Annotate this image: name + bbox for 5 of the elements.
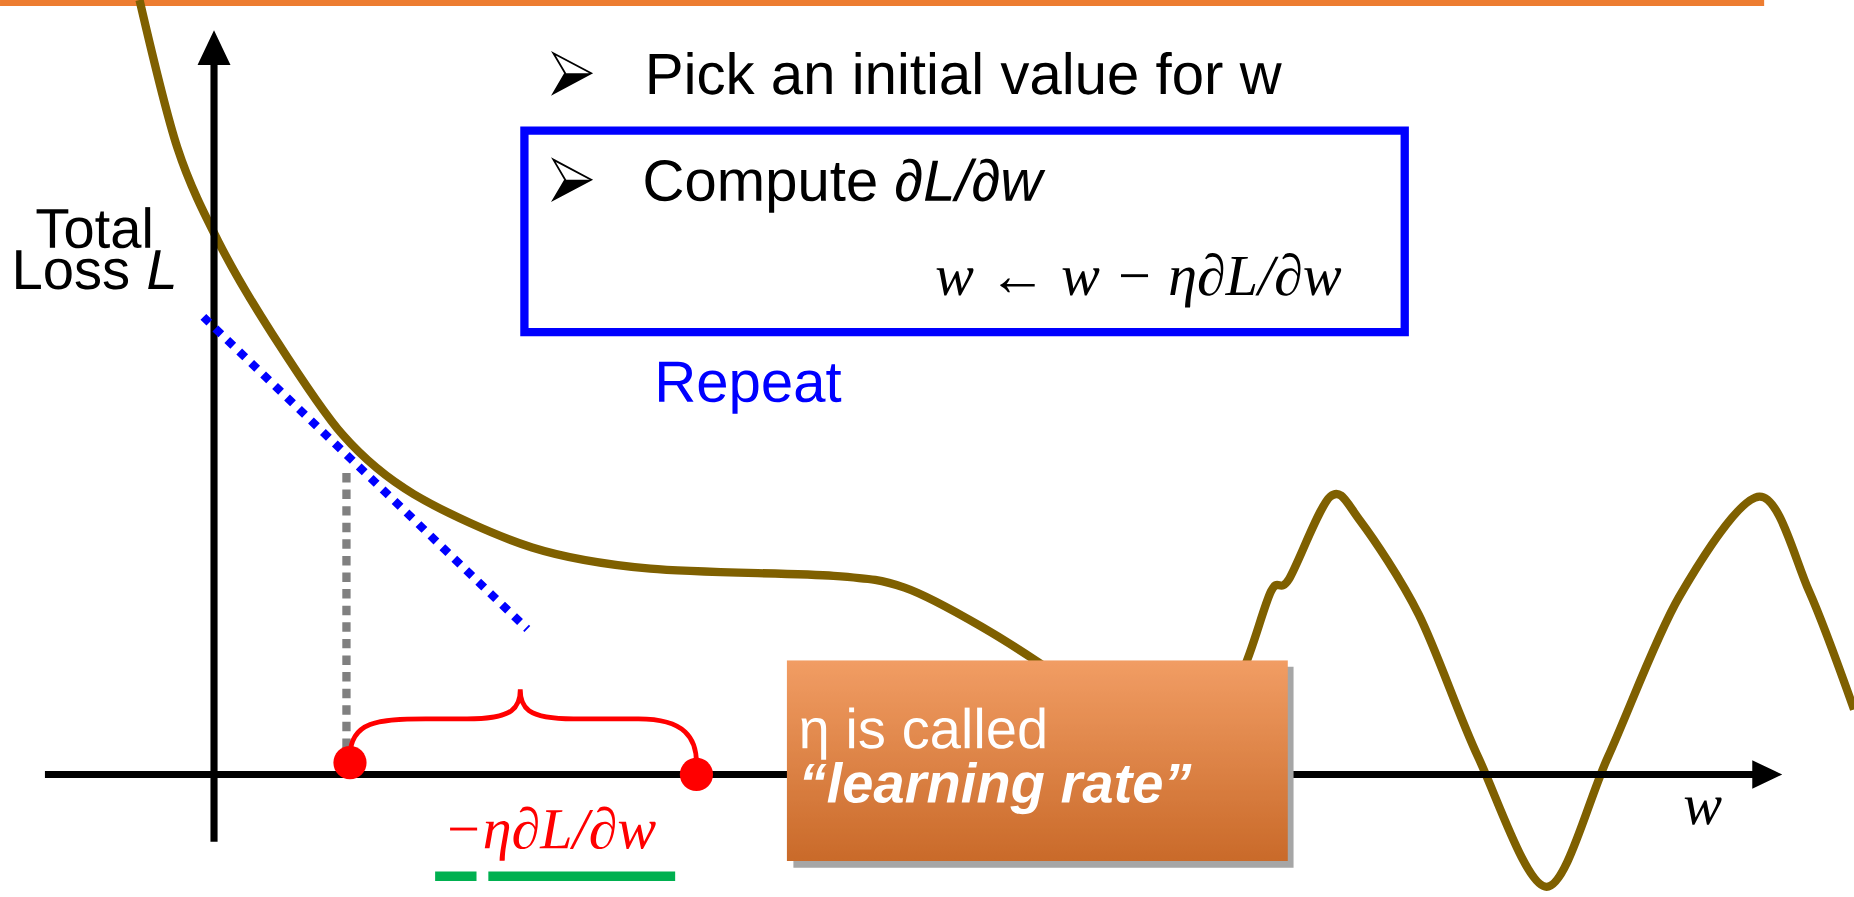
axis-label: Total Loss L bbox=[16, 206, 174, 290]
step-formula: −η∂L/∂w bbox=[450, 806, 656, 861]
axis-label: w bbox=[1684, 797, 1722, 825]
note-box: η is called “learning rate” bbox=[786, 659, 1294, 868]
formula-box: Compute ∂L/∂w w ← w − η∂L/∂w bbox=[520, 126, 1409, 336]
